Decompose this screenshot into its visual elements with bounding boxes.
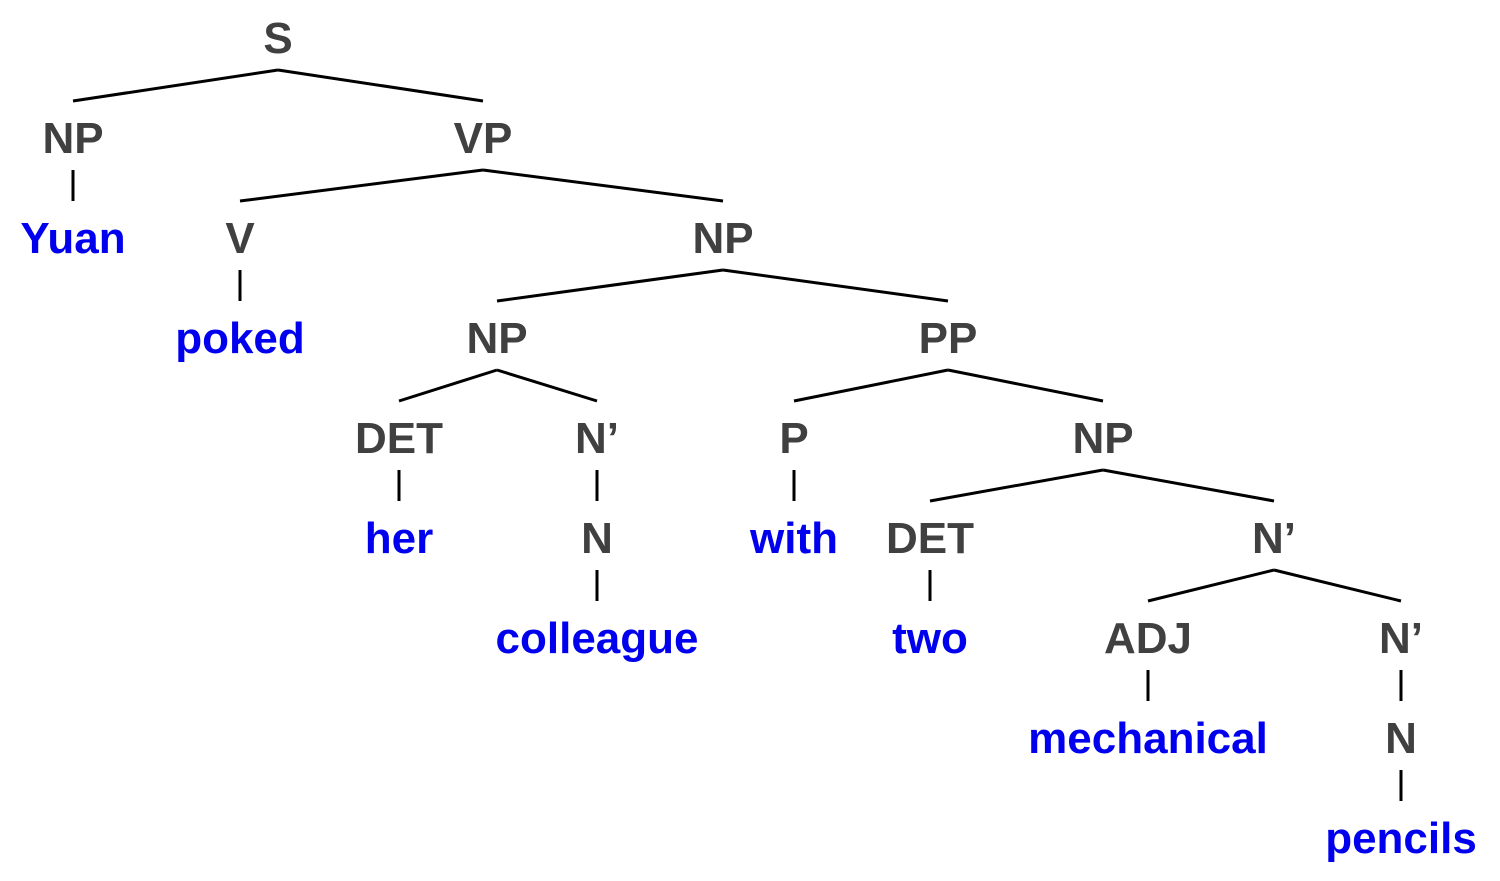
tree-edge-np3-nbar1 [496, 368, 598, 403]
category-label-det2: DET [886, 514, 974, 563]
tree-edge-np4-det2 [929, 468, 1104, 503]
tree-edge-np2-np3 [496, 268, 724, 303]
word-label-pencils: pencils [1325, 814, 1477, 863]
category-label-v: V [225, 214, 255, 263]
category-label-nbar2: N’ [1252, 514, 1296, 563]
category-label-adj: ADJ [1104, 614, 1192, 663]
tree-edge-nbar2-nbar3 [1273, 568, 1402, 603]
tree-edge-pp-np4 [947, 368, 1104, 403]
category-label-nbar3: N’ [1379, 614, 1423, 663]
tree-edge-pp-p [793, 368, 949, 403]
category-label-np2: NP [692, 214, 753, 263]
word-label-poked: poked [175, 314, 305, 363]
word-label-colleague: colleague [496, 614, 699, 663]
tree-edge-vp-v [239, 168, 484, 203]
word-label-two: two [892, 614, 968, 663]
tree-edge-np2-pp [722, 268, 949, 303]
category-label-nbar1: N’ [575, 414, 619, 463]
tree-edge-s-np1 [72, 68, 279, 103]
category-label-vp: VP [454, 114, 513, 163]
category-label-det1: DET [355, 414, 443, 463]
category-label-np1: NP [42, 114, 103, 163]
category-label-np3: NP [466, 314, 527, 363]
tree-edges [71, 68, 1403, 801]
category-label-n1: N [581, 514, 613, 563]
tree-edge-vp-np2 [482, 168, 724, 203]
category-label-np4: NP [1072, 414, 1133, 463]
word-label-her: her [365, 514, 433, 563]
category-label-s: S [263, 14, 292, 63]
tree-edge-nbar2-adj [1147, 568, 1275, 603]
tree-edge-np3-det1 [398, 368, 498, 403]
tree-edge-np4-nbar2 [1102, 468, 1275, 503]
word-label-yuan: Yuan [20, 214, 125, 263]
category-label-n2: N [1385, 714, 1417, 763]
word-label-mechanical: mechanical [1028, 714, 1268, 763]
category-label-p: P [779, 414, 808, 463]
tree-edge-s-vp [277, 68, 484, 103]
category-label-pp: PP [919, 314, 978, 363]
word-label-with: with [749, 514, 838, 563]
